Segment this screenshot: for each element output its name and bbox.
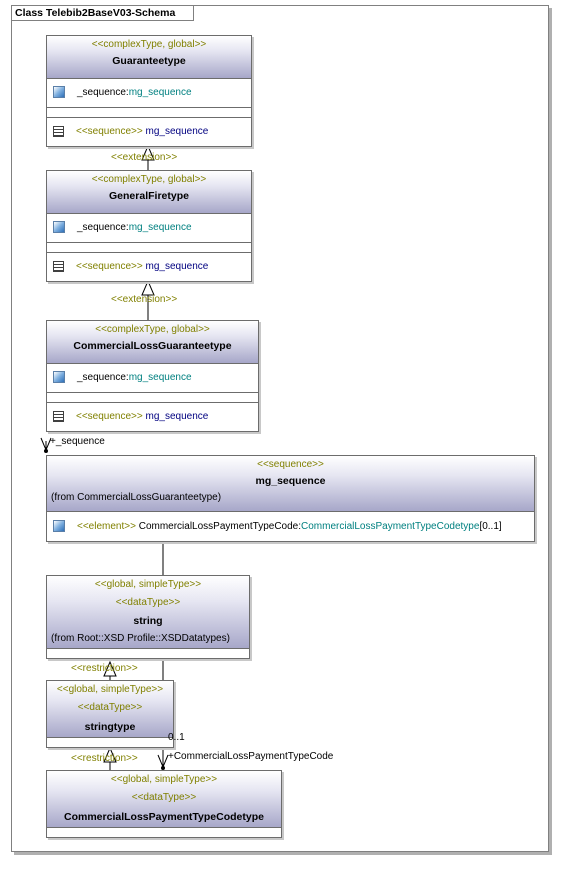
attribute-type: CommercialLossPaymentTypeCodetype — [301, 521, 480, 532]
class-header: <<complexType, global>> Guaranteetype — [47, 36, 251, 79]
class-name: mg_sequence — [255, 475, 326, 487]
class-name: CommercialLossGuaranteetype — [73, 340, 232, 352]
class-origin: (from Root::XSD Profile::XSDDatatypes) — [51, 633, 230, 644]
role-label-sequence: +_sequence — [50, 436, 105, 447]
operation-stereotype: <<sequence>> — [76, 261, 143, 272]
attribute-name: CommercialLossPaymentTypeCode: — [135, 521, 302, 532]
class-name: GeneralFiretype — [109, 190, 189, 202]
extension-label-1: <<extension>> — [111, 152, 178, 163]
restriction-label-2: <<restriction>> — [71, 753, 138, 764]
class-name: stringtype — [84, 721, 136, 733]
sequence-association-dot — [44, 449, 48, 453]
operation-name: mg_sequence — [142, 126, 209, 137]
class-stereotype-datatype: <<dataType>> — [77, 702, 143, 713]
class-guaranteetype[interactable]: <<complexType, global>> Guaranteetype _s… — [46, 35, 252, 147]
class-origin: (from CommercialLossGuaranteetype) — [51, 492, 222, 503]
class-stereotype: <<complexType, global>> — [91, 174, 207, 185]
attribute-name: _sequence: — [77, 372, 129, 383]
compartment-divider — [47, 243, 251, 253]
attribute-icon — [53, 86, 65, 99]
class-stereotype: <<global, simpleType>> — [94, 579, 202, 590]
attribute-name: _sequence: — [77, 222, 129, 233]
class-header: <<global, simpleType>> <<dataType>> stri… — [47, 681, 173, 738]
class-name: Guaranteetype — [112, 55, 186, 67]
class-stringtype[interactable]: <<global, simpleType>> <<dataType>> stri… — [46, 680, 174, 748]
attribute-stereotype: <<element>> — [77, 521, 136, 532]
diagram-title: Class Telebib2BaseV03-Schema — [12, 6, 195, 21]
operation-row[interactable]: <<sequence>> mg_sequence — [47, 253, 251, 281]
multiplicity-label: 0..1 — [168, 732, 185, 743]
class-generalfiretype[interactable]: <<complexType, global>> GeneralFiretype … — [46, 170, 252, 282]
class-mg-sequence[interactable]: <<sequence>> mg_sequence (from Commercia… — [46, 455, 535, 542]
operation-icon — [53, 260, 64, 272]
class-stereotype: <<global, simpleType>> — [56, 684, 164, 695]
operation-icon — [53, 410, 64, 422]
operation-stereotype: <<sequence>> — [76, 411, 143, 422]
restriction-arrowhead-1 — [103, 660, 117, 677]
restriction-label-1: <<restriction>> — [71, 663, 138, 674]
class-stereotype: <<complexType, global>> — [95, 324, 210, 335]
class-stereotype-datatype: <<dataType>> — [115, 597, 181, 608]
operation-name: mg_sequence — [142, 261, 209, 272]
attribute-icon — [53, 520, 65, 533]
class-header: <<sequence>> mg_sequence (from Commercia… — [47, 456, 534, 512]
compartment-divider — [47, 108, 251, 118]
operation-icon — [53, 125, 64, 137]
class-stereotype-datatype: <<dataType>> — [131, 792, 197, 803]
class-stereotype: <<global, simpleType>> — [110, 774, 218, 785]
class-name: string — [133, 615, 163, 627]
attribute-type: mg_sequence — [128, 222, 192, 233]
role-label-code: +CommercialLossPaymentTypeCode — [168, 751, 334, 762]
attribute-row[interactable]: _sequence:mg_sequence — [47, 214, 251, 243]
class-commerciallosspaymenttypecodetype[interactable]: <<global, simpleType>> <<dataType>> Comm… — [46, 770, 282, 838]
class-stereotype: <<sequence>> — [257, 459, 324, 470]
class-header: <<global, simpleType>> <<dataType>> stri… — [47, 576, 249, 649]
class-string[interactable]: <<global, simpleType>> <<dataType>> stri… — [46, 575, 250, 659]
class-stereotype: <<complexType, global>> — [91, 39, 207, 50]
code-association-dot — [161, 766, 165, 770]
extension-label-2: <<extension>> — [111, 294, 178, 305]
attribute-type: mg_sequence — [128, 87, 192, 98]
class-header: <<complexType, global>> CommercialLossGu… — [47, 321, 258, 364]
attribute-row[interactable]: <<element>> CommercialLossPaymentTypeCod… — [47, 512, 534, 541]
attribute-row[interactable]: _sequence:mg_sequence — [47, 79, 251, 108]
attribute-icon — [53, 221, 65, 234]
attribute-type: mg_sequence — [128, 372, 192, 383]
class-name: CommercialLossPaymentTypeCodetype — [64, 811, 264, 823]
operation-name: mg_sequence — [142, 411, 209, 422]
class-header: <<global, simpleType>> <<dataType>> Comm… — [47, 771, 281, 828]
operation-row[interactable]: <<sequence>> mg_sequence — [47, 118, 251, 146]
class-header: <<complexType, global>> GeneralFiretype — [47, 171, 251, 214]
restriction-arrowhead-2 — [103, 746, 117, 763]
attribute-multiplicity: [0..1] — [479, 521, 502, 532]
class-commerciallossguaranteetype[interactable]: <<complexType, global>> CommercialLossGu… — [46, 320, 259, 432]
attribute-row[interactable]: _sequence:mg_sequence — [47, 364, 258, 393]
compartment-divider — [47, 393, 258, 403]
extension-arrowhead-2 — [141, 279, 155, 296]
extension-arrowhead-1 — [141, 144, 155, 161]
attribute-icon — [53, 371, 65, 384]
operation-row[interactable]: <<sequence>> mg_sequence — [47, 403, 258, 431]
operation-stereotype: <<sequence>> — [76, 126, 143, 137]
attribute-name: _sequence: — [77, 87, 129, 98]
